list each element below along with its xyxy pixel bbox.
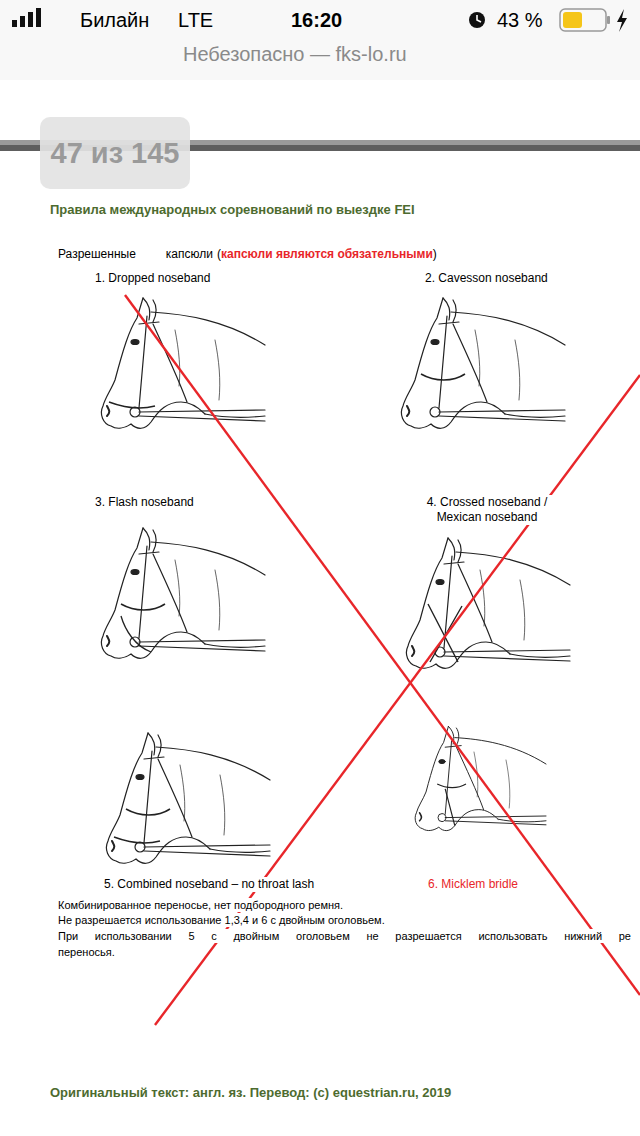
network-type: LTE xyxy=(178,8,213,32)
page-heading: Правила международных соревнований по вы… xyxy=(50,202,415,217)
figure-caption: 5. Combined noseband – no throat lash xyxy=(104,877,314,892)
figure-caption: 6. Micklem bridle xyxy=(428,877,518,892)
page-counter: 47 из 145 xyxy=(40,136,190,170)
figure-caption: 2. Cavesson noseband xyxy=(425,271,548,286)
footer-credit: Оригинальный текст: англ. яз. Перевод: (… xyxy=(50,1085,451,1100)
url-bar: Небезопасно — fks-lo.ru xyxy=(183,42,407,66)
note-line: Не разрешается использование 1,3,4 и 6 с… xyxy=(58,913,385,927)
mandatory-note: капсюли являются обязательными xyxy=(221,247,433,262)
note-line: Комбинированное переносье, нет подбородн… xyxy=(58,898,343,912)
note-line: переносья. xyxy=(58,945,115,959)
bracket: ) xyxy=(433,247,437,262)
intro-line: Разрешенныекапсюли(капсюли являются обяз… xyxy=(58,247,437,262)
clock-time: 16:20 xyxy=(291,8,342,32)
carrier-name: Билайн xyxy=(80,8,149,32)
figure-caption: 3. Flash noseband xyxy=(95,495,194,510)
note-line: При использовании 5 с двойным оголовьем … xyxy=(58,929,631,943)
figure-caption: 1. Dropped noseband xyxy=(95,271,210,286)
battery-percent: 43 % xyxy=(497,8,543,32)
intro-word: Разрешенные xyxy=(58,247,136,262)
figure-caption: 4. Crossed noseband / Mexican noseband xyxy=(412,495,562,525)
intro-word: капсюли xyxy=(166,247,213,262)
